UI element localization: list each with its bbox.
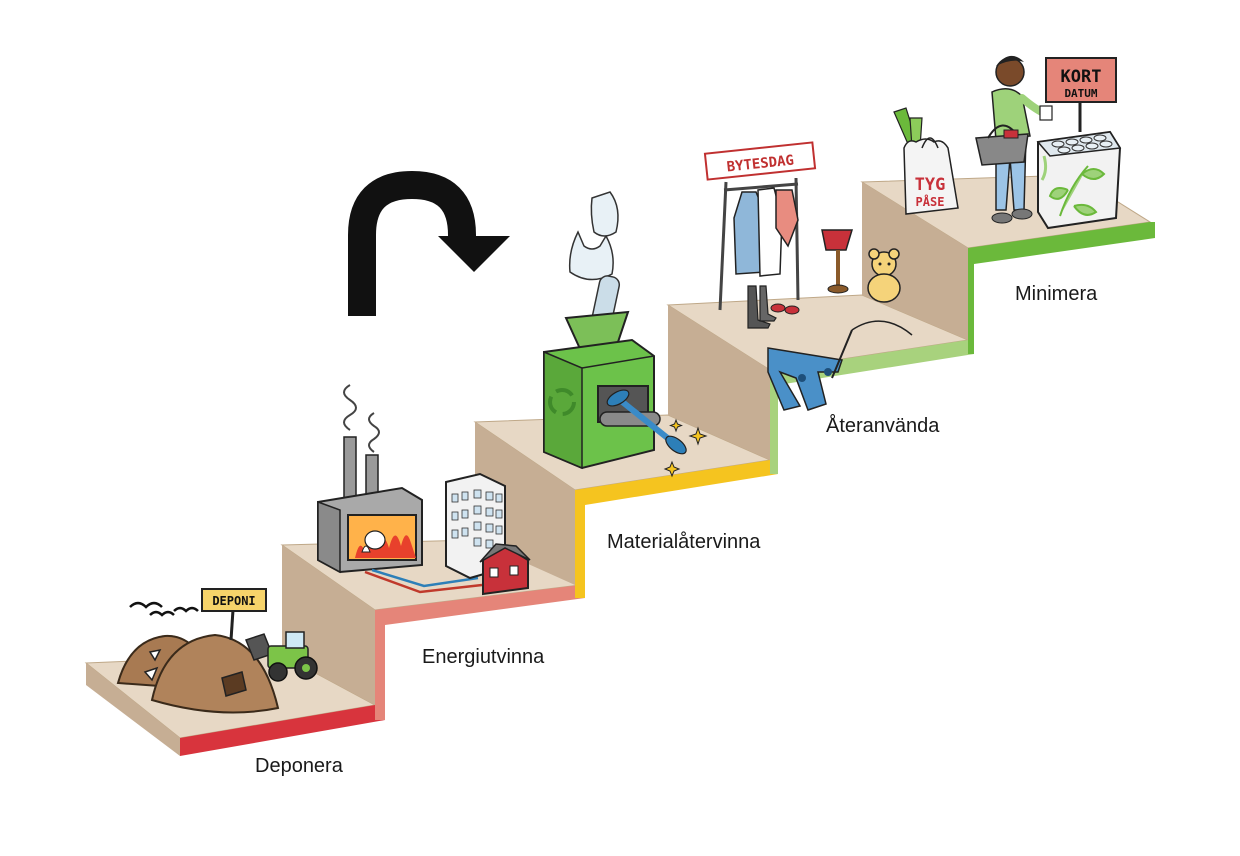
step-1-edge (180, 705, 385, 756)
basket-icon (975, 133, 1029, 166)
brush-icon (606, 389, 687, 455)
deponi-sign (201, 588, 267, 612)
plastic-bag-icon (590, 191, 619, 237)
sparkle-icon (663, 460, 681, 478)
step-2-edge (375, 585, 585, 720)
bytesdag-sign (703, 141, 817, 181)
recycle-icon (548, 388, 576, 416)
shirt-icon (775, 189, 799, 248)
lamp-icon (821, 229, 854, 294)
jeans-icon (767, 347, 843, 411)
deponi-sign-text: DEPONI (212, 594, 255, 608)
step-4-edge (770, 340, 974, 474)
reuse-illustration: BYTESDAG (703, 141, 913, 411)
house-icon (479, 543, 531, 596)
bird-icon (149, 610, 175, 617)
step-3-edge (575, 460, 778, 598)
step-4-riser (668, 305, 770, 460)
step-label-deponera: Deponera (255, 755, 344, 777)
needle-icon (831, 329, 853, 379)
kort-datum-sign (1045, 57, 1117, 103)
step-label-energiutvinna: Energiutvinna (422, 646, 545, 668)
sparkle-icon (688, 426, 708, 446)
shoes-icon (770, 303, 786, 313)
plastic-bag-icon (568, 230, 614, 281)
minimize-illustration: TYG PÅSE KORT DATUM (893, 55, 1122, 230)
bird-icon (129, 601, 163, 609)
step-label-minimera: Minimera (1015, 283, 1098, 305)
pase-text: PÅSE (916, 194, 945, 209)
bird-icon (173, 606, 199, 613)
step-1-left-face (86, 663, 180, 756)
kort-text: KORT (1061, 67, 1102, 87)
shopper-person (975, 55, 1053, 224)
landfill-illustration: DEPONI (116, 588, 318, 714)
energy-plant-illustration (317, 384, 531, 596)
step-label-ateranvanda: Återanvända (826, 414, 940, 437)
step-5-edge (968, 222, 1155, 354)
cup-icon (1039, 105, 1053, 121)
tyg-text: TYG (915, 175, 946, 195)
return-arrow-icon (348, 170, 510, 316)
recycling-machine-illustration (543, 191, 708, 478)
step-label-materialatervinna: Materialåtervinna (607, 531, 761, 553)
teddy-bear-icon (867, 248, 901, 303)
sparkle-icon (669, 418, 683, 433)
bytesdag-sign-text: BYTESDAG (726, 153, 795, 176)
tractor-icon (245, 631, 318, 682)
boots-icon (747, 285, 771, 329)
tote-bag-icon: TYG PÅSE (893, 107, 959, 215)
datum-text: DATUM (1064, 87, 1097, 100)
